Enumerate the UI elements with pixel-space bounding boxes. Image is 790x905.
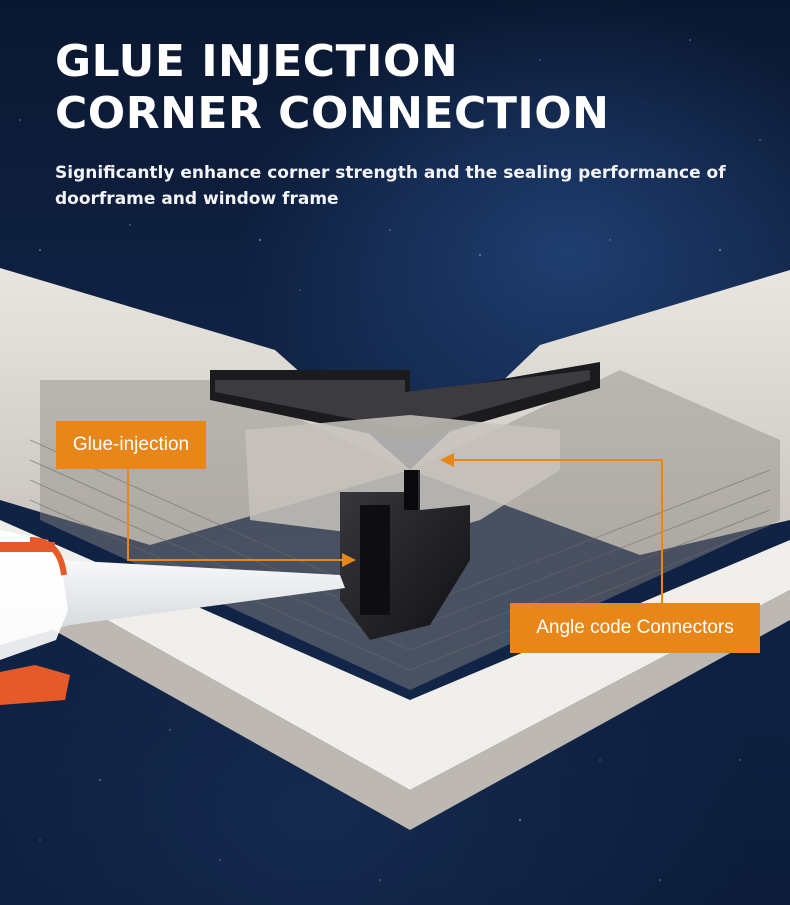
connector-arrow-icon <box>440 453 454 467</box>
glue-arrow-icon <box>342 553 356 567</box>
subtitle: Significantly enhance corner strength an… <box>55 163 726 209</box>
callout-glue-injection: Glue-injection <box>56 421 206 469</box>
title-line-1: GLUE INJECTION <box>55 36 459 87</box>
callout-angle-connectors: Angle code Connectors <box>510 603 760 653</box>
corner-connector <box>210 362 600 640</box>
page-title: GLUE INJECTION CORNER CONNECTION <box>55 36 609 140</box>
glue-gun <box>0 530 345 705</box>
title-line-2: CORNER CONNECTION <box>55 88 610 139</box>
callout-leaders <box>127 459 663 603</box>
